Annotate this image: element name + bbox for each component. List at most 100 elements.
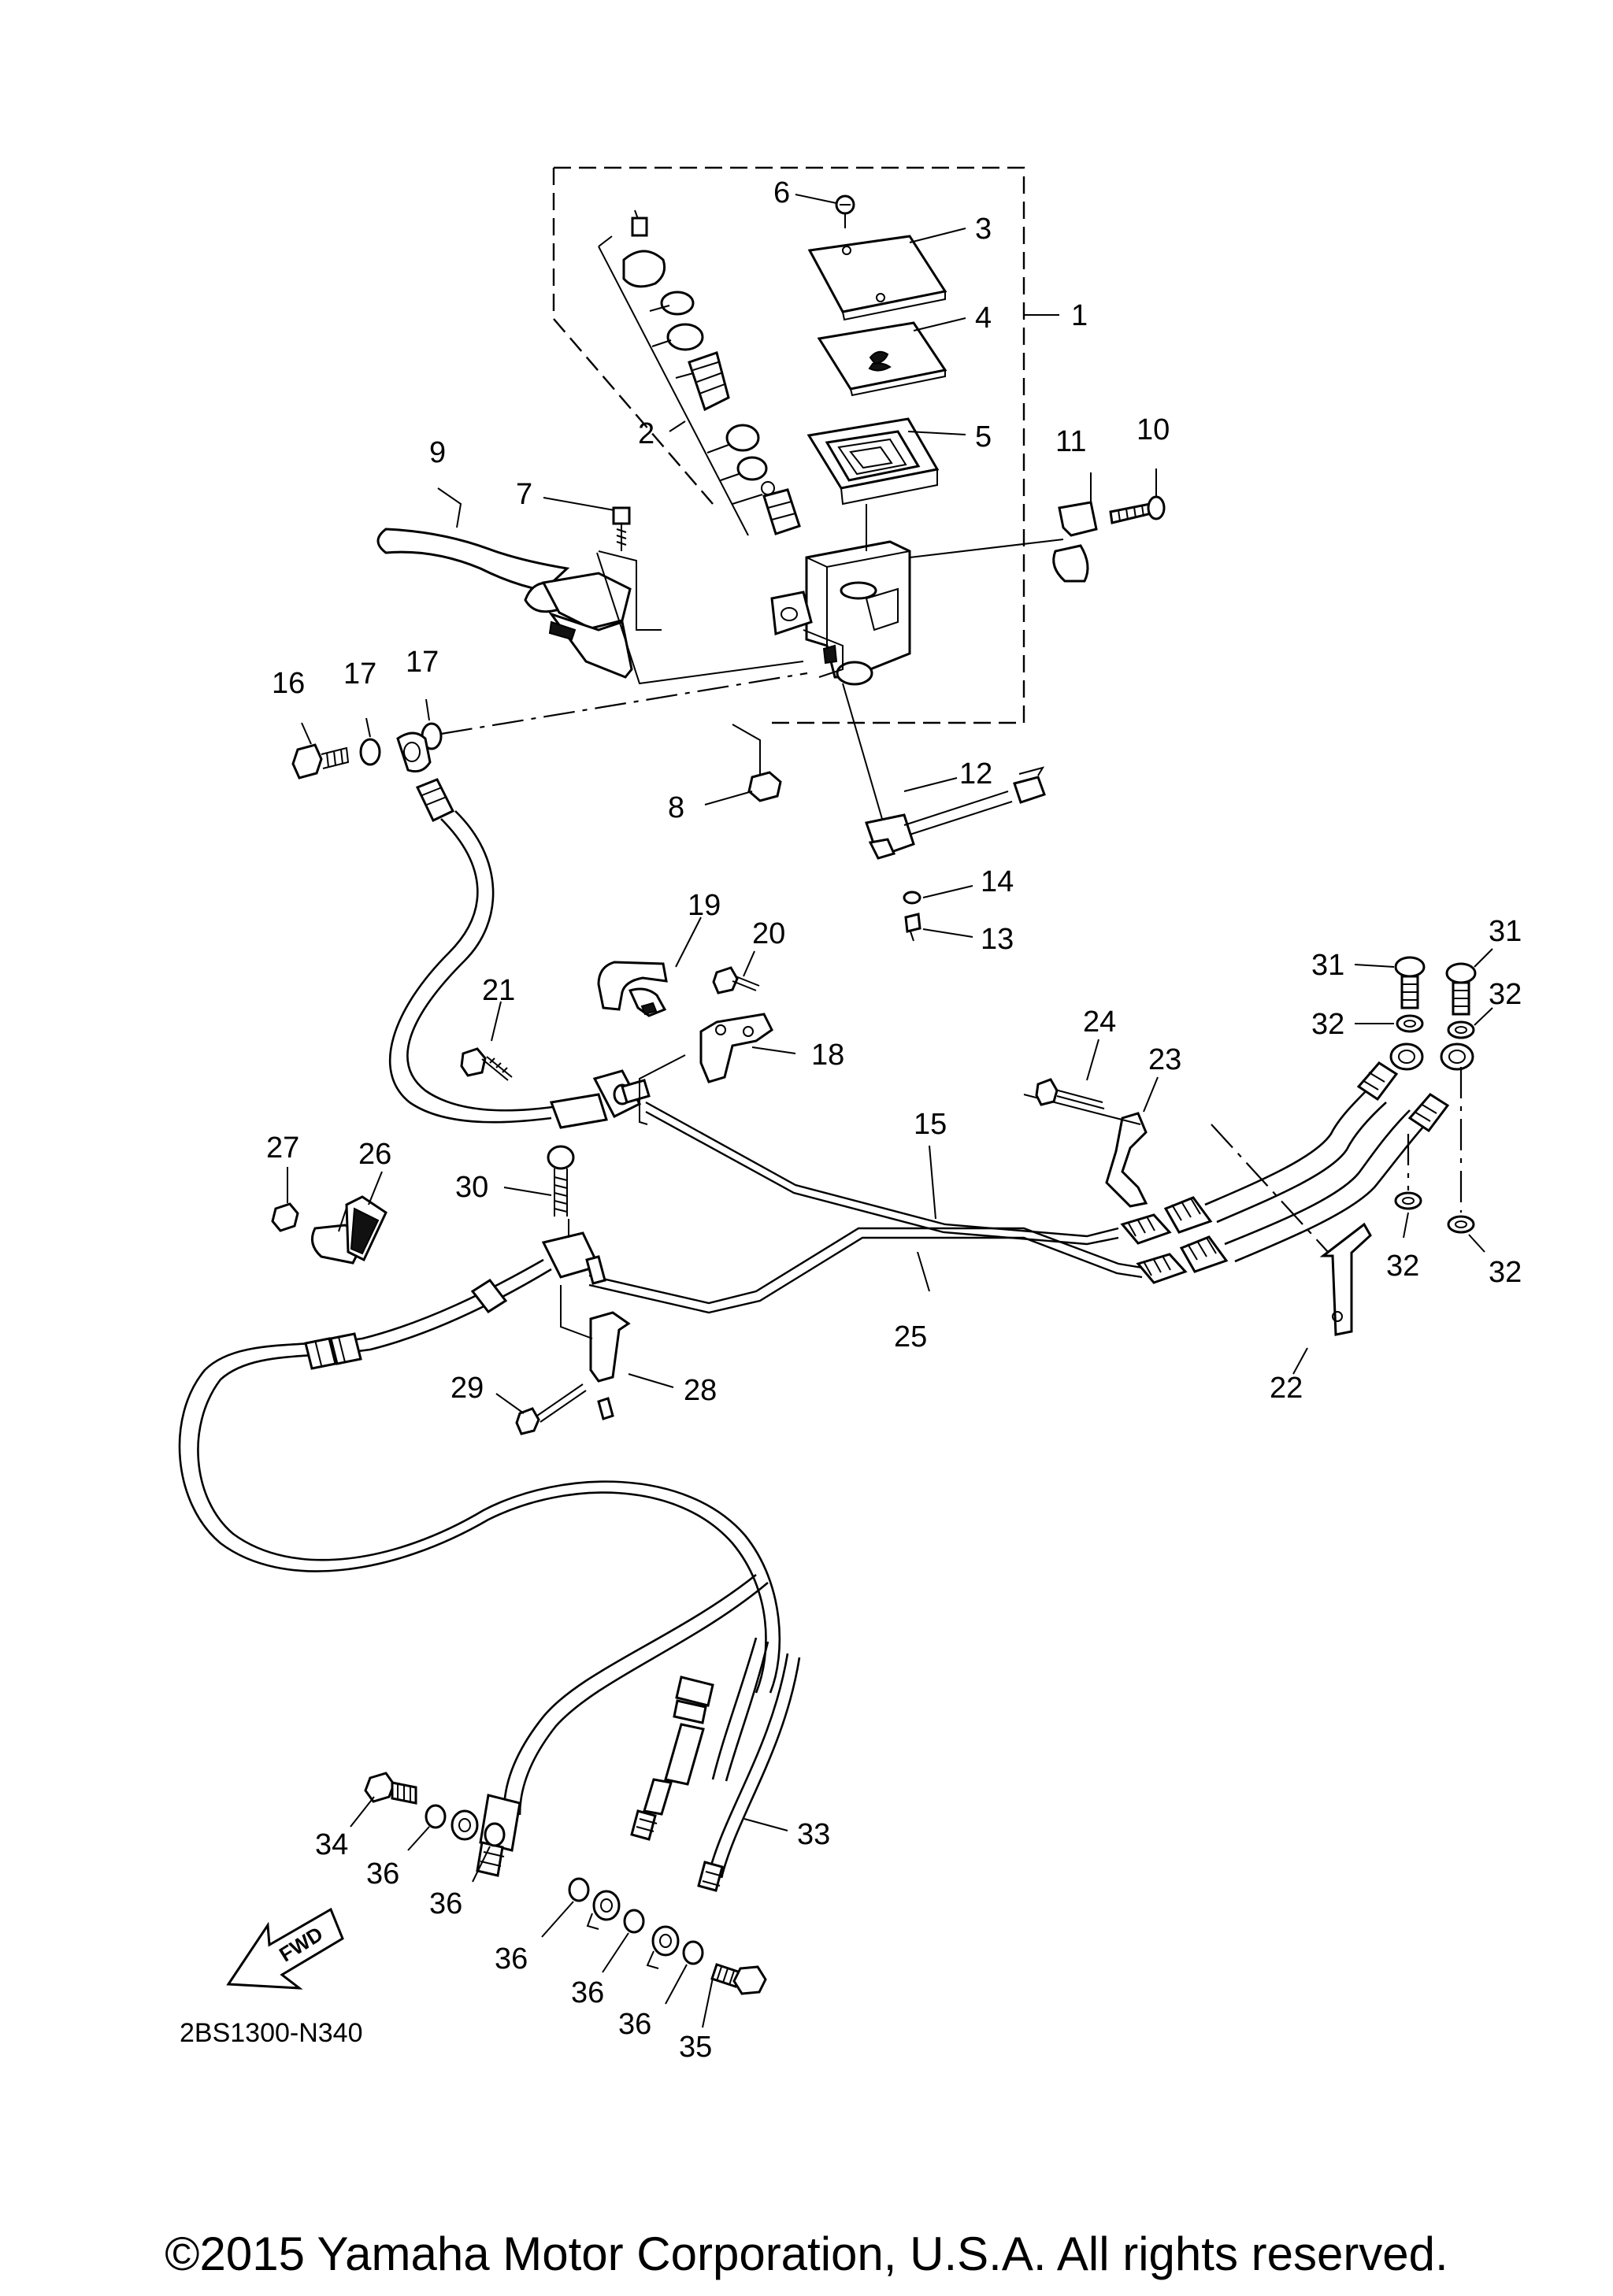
brake-pipe-25 [588,1227,1143,1314]
joint-bolt [460,1001,513,1081]
copyright-notice: ©2015 Yamaha Motor Corporation, U.S.A. A… [165,2227,1448,2280]
callout-2: 2 [638,417,654,450]
banjo-fitting-c [646,1925,680,1969]
diaphragm-seal [806,417,966,505]
callout-8: 8 [668,791,684,824]
bracket-bolt-29 [495,1383,587,1435]
union-bolt-31a [1354,956,1426,1009]
callout-27: 27 [266,1131,299,1165]
holder-clamp [1052,472,1098,583]
switch-screw [904,913,973,942]
callout-16: 16 [272,667,305,700]
callout-11: 11 [1055,425,1086,458]
callout-30: 30 [455,1171,488,1204]
hose-joint-upper [549,1069,651,1129]
lever-pivot-bolt [543,497,662,631]
callout-36c: 36 [495,1942,528,1976]
hose-joint-lower [541,1219,606,1285]
gasket-a [359,717,381,766]
washer-36d [602,1909,645,1973]
washer-36e [665,1940,704,2005]
callout-29: 29 [451,1372,484,1405]
callout-9: 9 [429,436,446,469]
callout-13: 13 [981,923,1014,956]
callout-32c: 32 [1386,1250,1419,1283]
banjo-fitting-a [451,1809,479,1841]
callout-10: 10 [1137,413,1170,446]
callout-19: 19 [688,889,721,922]
drawing-code: 2BS1300-N340 [180,2018,363,2048]
callout-14: 14 [981,865,1014,898]
callout-28: 28 [684,1374,717,1407]
callout-22: 22 [1270,1372,1303,1405]
callout-17a: 17 [343,657,376,691]
washer-32b [1447,1007,1493,1039]
callout-32b: 32 [1489,978,1522,1011]
upper-brake-hose [389,731,560,1124]
callout-31b: 31 [1489,915,1522,948]
hose-clamp-26 [310,1171,387,1265]
callout-20: 20 [752,917,785,950]
hose-33-leader [743,1818,788,1831]
callout-34: 34 [315,1828,348,1861]
washer-36b [472,1822,506,1883]
washer-36a [407,1804,447,1851]
joint-bolt-30 [503,1145,575,1217]
master-cylinder-assembly-box [552,166,1059,724]
bolt-axis-line [440,672,808,735]
lever-linkage [596,552,804,685]
brake-pipe-15 [645,1101,1119,1246]
callout-21: 21 [482,974,515,1007]
callout-32a: 32 [1311,1008,1344,1041]
callout-7: 7 [516,478,532,511]
washer-32a [1355,1014,1424,1033]
washer-32c [1394,1134,1422,1239]
callout-labels: 1 2 3 4 5 6 7 8 9 10 11 12 13 14 15 16 1… [266,176,1522,2064]
callout-6: 6 [773,176,790,209]
callout-24: 24 [1083,1005,1116,1039]
clamp-bolt [1109,468,1166,524]
callout-15: 15 [914,1108,947,1141]
washer-32d [1447,1067,1485,1253]
banjo-fitting-b [586,1890,621,1930]
bracket-22 [1211,1124,1372,1375]
union-bolt-31b [1445,948,1493,1016]
guide-bolt [712,950,760,994]
brake-light-switch [842,683,1046,860]
switch-washer [903,885,973,905]
callout-31a: 31 [1311,949,1344,982]
joint-bracket-28 [560,1285,674,1420]
union-bolt-upper [291,722,350,780]
callout-3: 3 [975,213,992,246]
callout-4: 4 [975,302,992,335]
lower-brake-hose-right-run [476,1573,801,1892]
right-hose-assembly [1120,1042,1474,1284]
reservoir-screw [795,194,855,228]
union-bolt-34 [350,1772,417,1828]
bolt-24 [1035,1039,1105,1109]
forward-arrow-icon: FWD [226,1907,344,1990]
hose-guide-clip [597,917,702,1017]
master-cylinder-body [770,504,1064,686]
callout-23: 23 [1148,1043,1181,1076]
callout-36e: 36 [618,2008,651,2041]
clamp-nut-27 [271,1167,299,1232]
callout-18: 18 [811,1039,844,1072]
callout-32d: 32 [1489,1256,1522,1289]
reservoir-cap [807,228,966,321]
callout-36a: 36 [366,1857,399,1890]
diaphragm-plate [817,317,966,397]
callout-35: 35 [679,2031,712,2064]
callout-12: 12 [959,757,992,791]
lever-pivot-nut [704,724,782,805]
callout-17b: 17 [406,646,439,679]
piston-kit [598,209,801,536]
callout-25: 25 [894,1320,927,1354]
callout-36b: 36 [429,1887,462,1920]
callout-33: 33 [797,1818,830,1851]
hose-bracket-18 [639,1013,796,1125]
callout-26: 26 [358,1138,391,1171]
callout-5: 5 [975,420,992,454]
washer-36c [541,1877,590,1938]
